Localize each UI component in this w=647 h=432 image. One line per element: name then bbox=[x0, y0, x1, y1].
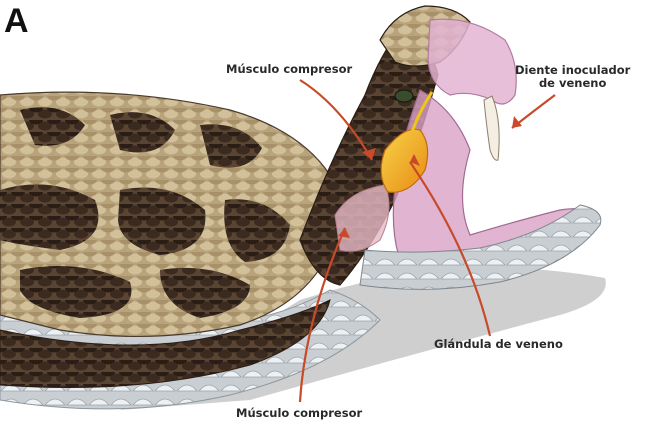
upper-jaw bbox=[428, 19, 516, 104]
panel-letter: A bbox=[4, 2, 29, 41]
label-compressor-muscle-bottom: Músculo compresor bbox=[236, 407, 362, 420]
snake-eye bbox=[395, 90, 413, 102]
label-venom-fang: Diente inoculador de veneno bbox=[515, 64, 630, 90]
label-venom-gland: Glándula de veneno bbox=[434, 338, 563, 351]
label-compressor-muscle-top: Músculo compresor bbox=[226, 63, 352, 76]
fang bbox=[484, 96, 499, 160]
label-venom-fang-line2: de veneno bbox=[515, 77, 630, 90]
